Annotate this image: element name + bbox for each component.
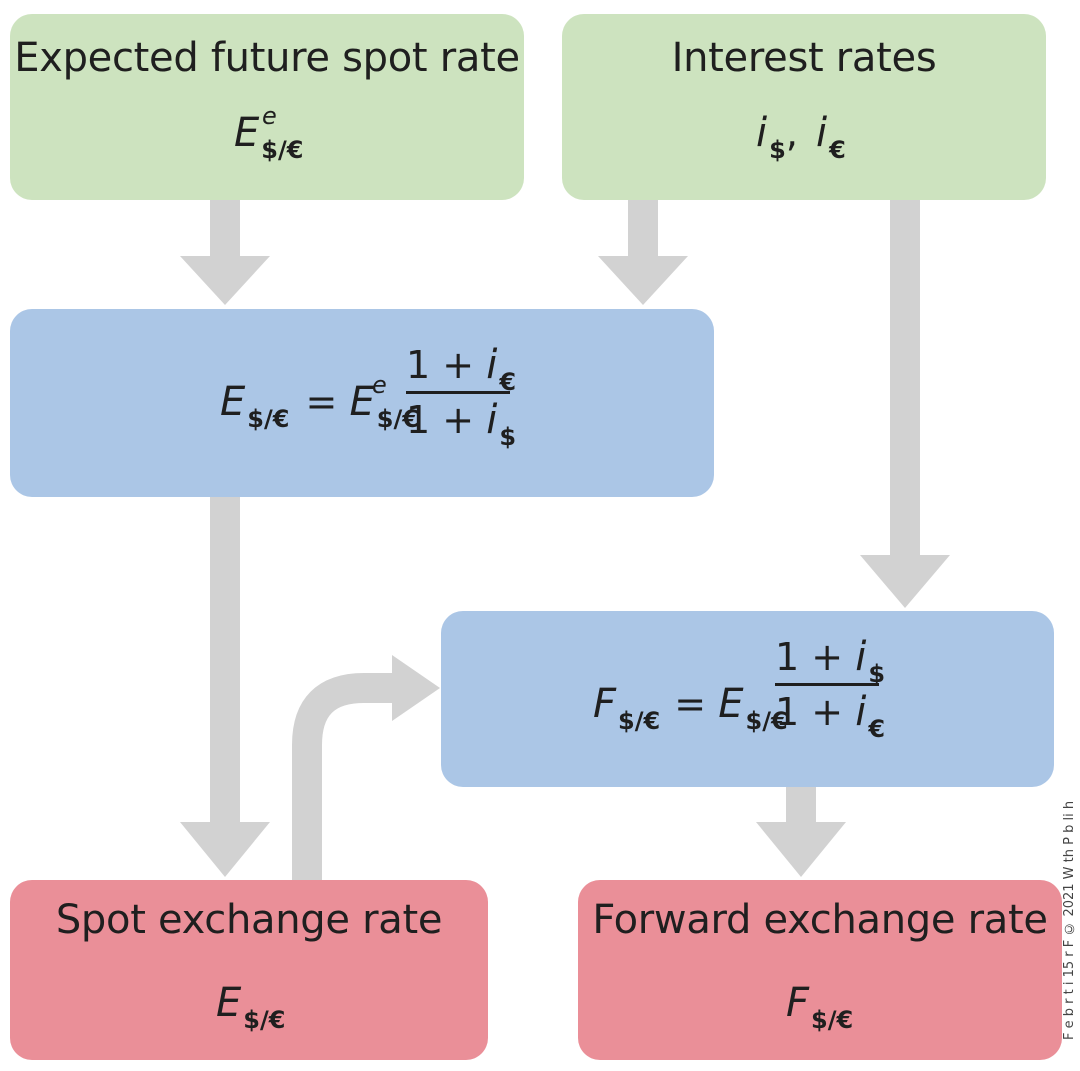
- spot-exchange-rate-title: Spot exchange rate: [55, 897, 443, 943]
- arrow-uip-to-spot: [180, 495, 270, 877]
- uip-fraction-bar: [406, 391, 510, 394]
- spot-exchange-rate-symbol: E$/€: [216, 980, 286, 1034]
- arrow-cip-to-forward: [756, 785, 846, 877]
- interest-rates-box: Interest rates i$, i€: [562, 14, 1046, 200]
- arrow-expected-to-uip: [180, 198, 270, 305]
- cip-numerator: 1 + i$: [775, 634, 886, 688]
- expected-spot-rate-title: Expected future spot rate: [14, 35, 520, 81]
- interest-rates-symbol: i$, i€: [756, 110, 846, 164]
- uip-formula-fraction: 1 + i€ 1 + i$: [406, 339, 517, 451]
- forward-exchange-rate-box: Forward exchange rate F$/€: [578, 880, 1062, 1060]
- cip-fraction-bar: [775, 683, 879, 686]
- cip-formula-fraction: 1 + i$ 1 + i€: [775, 631, 886, 743]
- cip-formula-lhs: F$/€ = E$/€: [593, 681, 788, 735]
- interest-rates-title: Interest rates: [671, 35, 937, 81]
- forward-exchange-rate-symbol: F$/€: [786, 980, 854, 1034]
- forward-exchange-rate-title: Forward exchange rate: [592, 897, 1048, 943]
- cip-formula-box: F$/€ = E$/€ 1 + i$ 1 + i€: [441, 611, 1054, 787]
- spot-exchange-rate-box: Spot exchange rate E$/€: [10, 880, 488, 1060]
- arrow-spot-to-cip: [292, 655, 440, 880]
- side-credit-text: F e b r t i 15 r F © 2021 W th P b li h: [1062, 800, 1077, 1040]
- arrow-interest-to-uip: [598, 198, 688, 305]
- cip-denominator: 1 + i€: [775, 689, 886, 743]
- uip-denominator: 1 + i$: [406, 397, 517, 451]
- arrow-interest-to-cip: [860, 198, 950, 608]
- uip-numerator: 1 + i€: [406, 342, 517, 396]
